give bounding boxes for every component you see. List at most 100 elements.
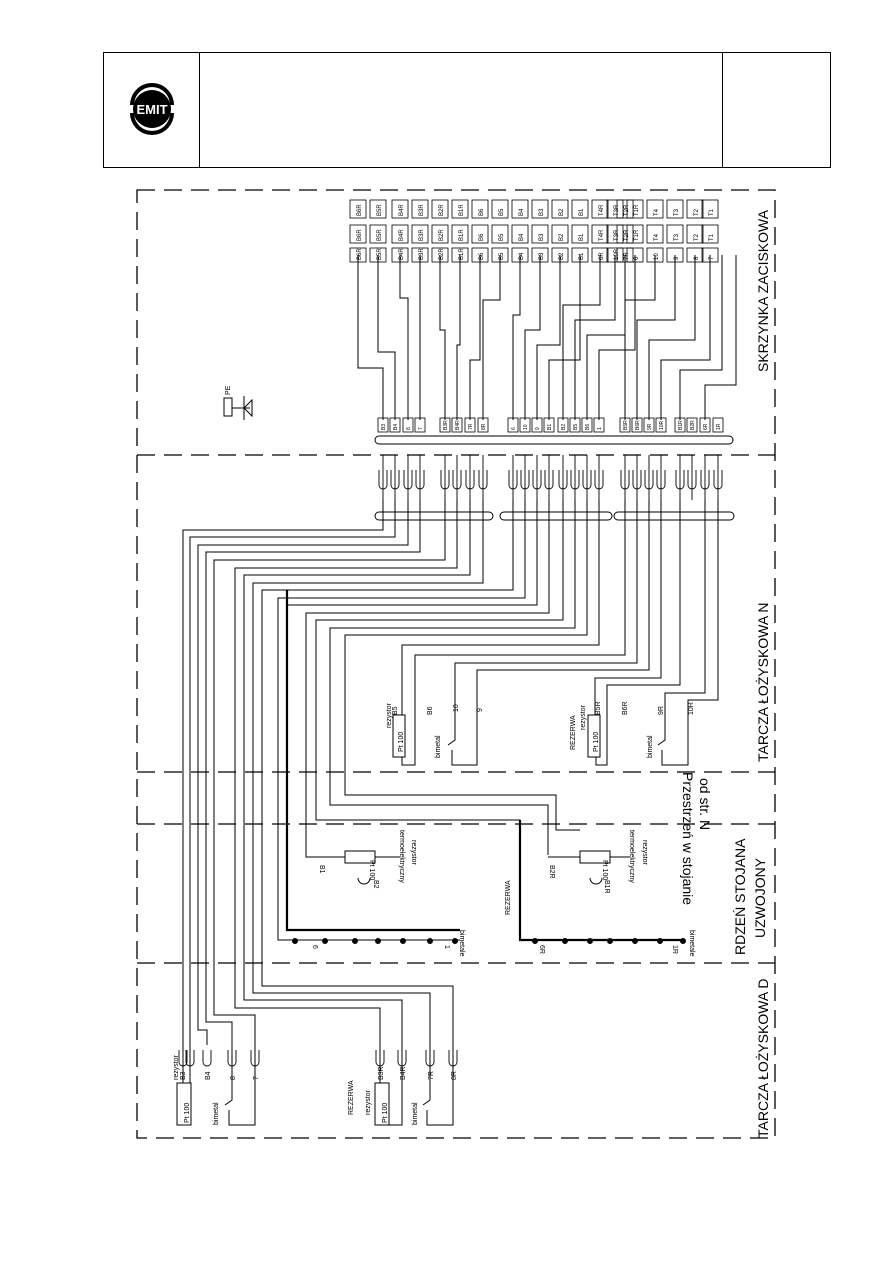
cable-marker-label: 7R bbox=[468, 423, 474, 430]
cable-marker-label: 7 bbox=[418, 427, 424, 430]
label-rezerwa-n: REZERWA bbox=[570, 715, 577, 750]
terminal-label: B5 bbox=[499, 252, 505, 260]
terminal-label: B2 bbox=[559, 252, 565, 260]
plug-connector bbox=[656, 455, 666, 500]
label-b4: B4 bbox=[205, 1071, 212, 1080]
label-bimetal-d2: bimetal bbox=[412, 1102, 419, 1125]
emit-logo-icon: EMIT bbox=[130, 83, 174, 135]
terminal-label: B5R bbox=[377, 248, 383, 260]
terminal-box bbox=[349, 224, 367, 244]
terminal-label: T4 bbox=[654, 208, 660, 216]
routing-wires bbox=[182, 500, 719, 1045]
cable-marker-label: 10R bbox=[659, 420, 665, 430]
terminal-box bbox=[451, 199, 469, 219]
cable-marker bbox=[686, 417, 698, 433]
cable-marker bbox=[581, 417, 593, 433]
sensor-group-n bbox=[392, 714, 689, 766]
terminal-label: T4R bbox=[599, 229, 605, 241]
plug-connector bbox=[465, 455, 475, 500]
label-b4r: B4R bbox=[400, 1066, 407, 1080]
label-pt100-n2: Pt 100 bbox=[593, 732, 600, 752]
label-7r: 7R bbox=[428, 1071, 435, 1080]
terminal-box bbox=[571, 224, 589, 244]
terminal-label: 10 bbox=[654, 253, 660, 260]
terminal-wires bbox=[357, 255, 737, 420]
cable-marker bbox=[674, 417, 686, 433]
terminal-box bbox=[431, 199, 449, 219]
logo-text: EMIT bbox=[136, 102, 167, 117]
cable-marker-label: 6 bbox=[511, 427, 517, 430]
terminal-label: B3 bbox=[539, 208, 545, 216]
cable-marker bbox=[464, 417, 476, 433]
label-b3: B3 bbox=[180, 1071, 187, 1080]
terminal-label: B4 bbox=[519, 208, 525, 216]
label-bimetal-d: bimetal bbox=[213, 1102, 220, 1125]
terminal-box bbox=[411, 224, 429, 244]
label-6r: 6R bbox=[538, 945, 545, 954]
terminal-box bbox=[349, 199, 367, 219]
plug-connector bbox=[632, 455, 642, 500]
cable-marker-label: B1 bbox=[547, 424, 553, 430]
sensor-group-d bbox=[176, 1045, 454, 1126]
terminal-label: B2 bbox=[559, 208, 565, 216]
label-pe: PE bbox=[225, 385, 232, 395]
cable-marker-label: B2R bbox=[690, 420, 696, 430]
terminal-box bbox=[531, 199, 549, 219]
cable-marker bbox=[643, 417, 655, 433]
plug-connector bbox=[687, 455, 697, 500]
cable-marker-label: B4 bbox=[393, 424, 399, 430]
terminal-box bbox=[701, 224, 719, 244]
label-termo-1: termoelektryczny bbox=[398, 830, 405, 883]
plug-connector bbox=[440, 455, 450, 500]
terminal-label: B3R bbox=[419, 248, 425, 260]
terminal-box bbox=[606, 199, 624, 219]
plug-connector bbox=[452, 455, 462, 500]
terminal-label: 8 bbox=[694, 256, 700, 260]
label-b6r: B6R bbox=[622, 701, 629, 715]
plug-connector bbox=[558, 455, 568, 500]
label-rezerwa-d: REZERWA bbox=[348, 1080, 355, 1115]
terminal-box bbox=[616, 199, 634, 219]
plug-connector bbox=[620, 455, 630, 500]
terminal-box bbox=[616, 224, 634, 244]
label-9r: 9R bbox=[658, 706, 665, 715]
label-bimetal-n2: bimetal bbox=[647, 735, 654, 758]
terminal-label: B1R bbox=[459, 229, 465, 241]
terminal-label: T3 bbox=[674, 233, 680, 241]
cable-marker-label: 8 bbox=[406, 427, 412, 430]
label-bimetal-n: bimetal bbox=[435, 735, 442, 758]
terminal-box bbox=[626, 199, 644, 219]
label-10r: 10R bbox=[688, 702, 695, 715]
terminal-box bbox=[606, 224, 624, 244]
terminal-label: B4R bbox=[399, 204, 405, 216]
cable-marker bbox=[593, 417, 605, 433]
terminal-label: B1 bbox=[579, 252, 585, 260]
terminal-box bbox=[666, 224, 684, 244]
cable-marker-label: 9R bbox=[647, 423, 653, 430]
label-8r: 8R bbox=[451, 1071, 458, 1080]
cable-marker-label: B6R bbox=[635, 420, 641, 430]
plug-connector bbox=[378, 455, 388, 500]
label-6: 6 bbox=[311, 945, 318, 949]
plug-connector bbox=[390, 455, 400, 500]
plug-connector bbox=[570, 455, 580, 500]
terminal-label: B1 bbox=[579, 233, 585, 241]
cable-marker bbox=[655, 417, 667, 433]
terminal-label: B6R bbox=[357, 229, 363, 241]
section-space: Przestrzeń w stojanie bbox=[680, 772, 696, 905]
terminal-box bbox=[411, 199, 429, 219]
terminal-label: B2R bbox=[439, 229, 445, 241]
terminal-label: T2 bbox=[694, 208, 700, 216]
plug-connector bbox=[415, 455, 425, 500]
terminal-label: B3R bbox=[419, 229, 425, 241]
terminal-box bbox=[431, 224, 449, 244]
terminal-box bbox=[451, 224, 469, 244]
plug-connector bbox=[478, 455, 488, 500]
section-labels: SKRZYNKA ZACISKOWA TARCZA ŁOŻYSKOWA N Pr… bbox=[680, 209, 771, 1138]
terminal-label: B6R bbox=[357, 204, 363, 216]
terminal-label: T3 bbox=[674, 208, 680, 216]
terminal-label: B6 bbox=[479, 208, 485, 216]
label-pt100-s1: Pt 100 bbox=[368, 860, 375, 880]
label-termo-2: termoelektryczny bbox=[628, 830, 635, 883]
